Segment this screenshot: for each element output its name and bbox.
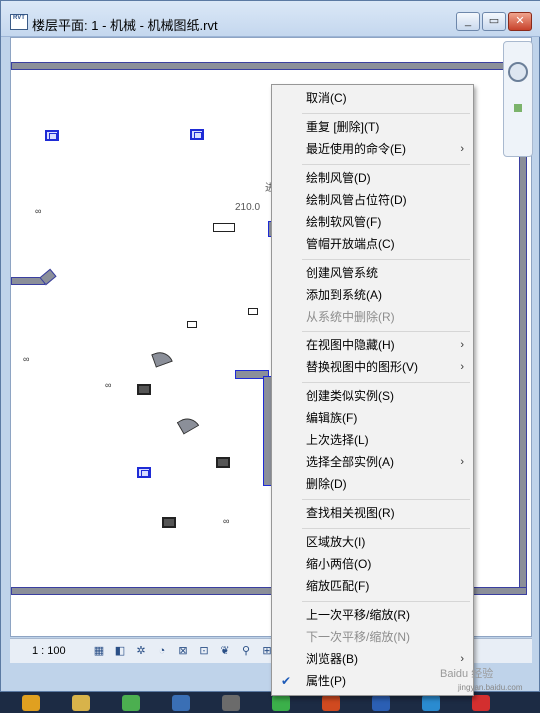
- checkmark-icon: ✔: [281, 674, 292, 688]
- powerpoint-icon[interactable]: [322, 695, 340, 711]
- menu-separator: [302, 528, 470, 529]
- equipment-tag[interactable]: [248, 308, 258, 315]
- menu-separator: [302, 113, 470, 114]
- menu-separator: [302, 499, 470, 500]
- exhaust-grille[interactable]: [216, 457, 230, 468]
- equipment-tag[interactable]: [187, 321, 197, 328]
- menu-item-draw-duct-placeholder[interactable]: 绘制风管占位符(D): [306, 193, 407, 207]
- menu-item-recent-commands[interactable]: 最近使用的命令(E)›: [272, 138, 473, 160]
- visual-style-icon[interactable]: ◧: [114, 645, 126, 657]
- detail-level-icon[interactable]: ▦: [93, 645, 105, 657]
- exhaust-grille[interactable]: [137, 384, 151, 395]
- menu-item-draw-duct[interactable]: 绘制风管(D): [306, 171, 371, 185]
- submenu-arrow-icon: ›: [460, 143, 464, 155]
- app-icon[interactable]: [272, 695, 290, 711]
- menu-item-remove-from-system: 从系统中删除(R): [306, 310, 395, 324]
- sun-path-icon[interactable]: ✲: [136, 645, 146, 657]
- air-diffuser[interactable]: [190, 129, 204, 140]
- wall-top: [11, 62, 521, 70]
- restore-button[interactable]: ▭: [482, 12, 506, 31]
- windows-taskbar: [0, 692, 540, 713]
- wall-bottom: [11, 587, 527, 595]
- navigation-bar[interactable]: [503, 41, 533, 157]
- submenu-arrow-icon: ›: [460, 361, 464, 373]
- air-diffuser[interactable]: [45, 130, 59, 141]
- menu-item-override-graphics[interactable]: 替换视图中的图形(V)›: [272, 356, 473, 378]
- app-icon[interactable]: [122, 695, 140, 711]
- menu-item-select-all-instances[interactable]: 选择全部实例(A)›: [272, 451, 473, 473]
- room-label: 进: [265, 183, 275, 194]
- window-title: 楼层平面: 1 - 机械 - 机械图纸.rvt: [32, 18, 218, 33]
- chrome-icon[interactable]: [22, 695, 40, 711]
- menu-item-previous-pan-zoom[interactable]: 上一次平移/缩放(R): [306, 608, 410, 622]
- menu-item-add-to-system[interactable]: 添加到系统(A): [306, 288, 382, 302]
- menu-item-cancel[interactable]: 取消(C): [306, 91, 347, 105]
- menu-separator: [302, 331, 470, 332]
- submenu-arrow-icon: ›: [460, 653, 464, 665]
- menu-item-zoom-out-2x[interactable]: 缩小两倍(O): [306, 557, 372, 571]
- title-bar[interactable]: RVT 楼层平面: 1 - 机械 - 机械图纸.rvt _ ▭ ✕: [1, 1, 540, 37]
- menu-separator: [302, 601, 470, 602]
- app-icon[interactable]: [222, 695, 240, 711]
- baidu-watermark: Baidu 经验: [440, 668, 494, 680]
- submenu-arrow-icon: ›: [460, 339, 464, 351]
- view-scale[interactable]: 1 : 100: [32, 645, 66, 657]
- crop-view-icon[interactable]: ⊠: [178, 645, 188, 657]
- zoom-icon[interactable]: [514, 104, 522, 112]
- menu-item-delete[interactable]: 删除(D): [306, 477, 347, 491]
- note-symbol: ∞: [105, 380, 112, 390]
- menu-separator: [302, 382, 470, 383]
- menu-item-properties[interactable]: ✔属性(P): [272, 670, 473, 692]
- steering-wheel-icon[interactable]: [508, 62, 528, 82]
- shadows-icon[interactable]: ◔: [158, 645, 166, 657]
- note-symbol: ∞: [35, 206, 42, 216]
- context-menu: 取消(C) 重复 [删除](T) 最近使用的命令(E)› 绘制风管(D) 绘制风…: [271, 84, 474, 696]
- menu-separator: [302, 259, 470, 260]
- show-crop-icon[interactable]: ⊡: [199, 645, 209, 657]
- word-icon[interactable]: [372, 695, 390, 711]
- note-symbol: ∞: [223, 516, 230, 526]
- menu-item-draw-flex-duct[interactable]: 绘制软风管(F): [306, 215, 382, 229]
- menu-item-create-similar[interactable]: 创建类似实例(S): [306, 389, 394, 403]
- reveal-hidden-icon[interactable]: ⚲: [241, 645, 251, 657]
- menu-item-repeat[interactable]: 重复 [删除](T): [306, 120, 380, 134]
- minimize-button[interactable]: _: [456, 12, 480, 31]
- menu-item-zoom-region[interactable]: 区域放大(I): [306, 535, 366, 549]
- menu-item-zoom-to-fit[interactable]: 缩放匹配(F): [306, 579, 370, 593]
- analytical-model-icon[interactable]: ⊞: [262, 645, 272, 657]
- dimension-label: 210.0: [235, 202, 261, 213]
- flex-duct-elbow[interactable]: [176, 413, 200, 435]
- air-diffuser[interactable]: [137, 467, 151, 478]
- menu-item-create-duct-system[interactable]: 创建风管系统: [306, 266, 379, 280]
- revit-icon[interactable]: [172, 695, 190, 711]
- submenu-arrow-icon: ›: [460, 456, 464, 468]
- app-icon[interactable]: [472, 695, 490, 711]
- duct-segment[interactable]: [235, 370, 269, 379]
- menu-item-last-selection[interactable]: 上次选择(L): [306, 433, 369, 447]
- close-button[interactable]: ✕: [508, 12, 532, 31]
- folder-icon[interactable]: [72, 695, 90, 711]
- equipment-tag[interactable]: [213, 223, 235, 232]
- menu-separator: [302, 164, 470, 165]
- app-icon[interactable]: [422, 695, 440, 711]
- temporary-hide-icon[interactable]: ❦: [220, 645, 230, 657]
- revit-file-icon: RVT: [10, 14, 28, 30]
- note-symbol: ∞: [23, 354, 30, 364]
- baidu-watermark-url: jingyan.baidu.com: [458, 683, 523, 692]
- menu-item-browsers[interactable]: 浏览器(B)›: [272, 648, 473, 670]
- menu-item-edit-family[interactable]: 编辑族(F): [306, 411, 358, 425]
- menu-item-hide-in-view[interactable]: 在视图中隐藏(H)›: [272, 334, 473, 356]
- menu-item-find-referring-views[interactable]: 查找相关视图(R): [306, 506, 395, 520]
- flex-duct-elbow[interactable]: [151, 348, 173, 368]
- menu-item-cap-open-ends[interactable]: 管帽开放端点(C): [306, 237, 395, 251]
- menu-item-next-pan-zoom: 下一次平移/缩放(N): [306, 630, 410, 644]
- exhaust-grille[interactable]: [162, 517, 176, 528]
